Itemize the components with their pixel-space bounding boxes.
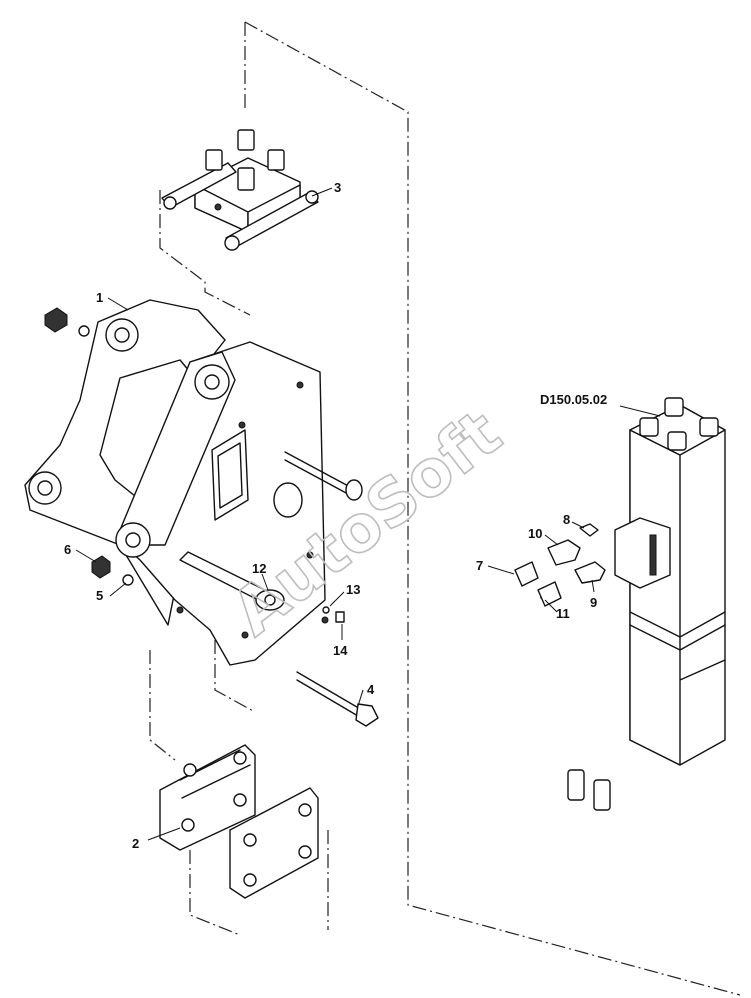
callout-7: 7 [476,558,483,573]
callout-12: 12 [252,561,266,576]
callout-5: 5 [96,588,103,603]
callout-8: 8 [563,512,570,527]
callout-labels: 1 2 3 4 5 6 7 8 9 10 11 12 13 14 D150.05… [64,180,607,851]
valve-block-top [161,129,319,251]
assembly-label: D150.05.02 [540,392,607,407]
callout-10: 10 [528,526,542,541]
callout-6: 6 [64,542,71,557]
callout-11: 11 [556,606,570,621]
callout-1: 1 [96,290,103,305]
callout-leaders [75,187,661,841]
breaker-assembly [547,397,726,766]
callout-9: 9 [590,595,597,610]
fasteners [44,307,379,727]
callout-13: 13 [346,582,360,597]
hydraulic-hoses [469,561,611,811]
callout-3: 3 [334,180,341,195]
callout-2: 2 [132,836,139,851]
phantom-lines [149,21,741,996]
mounting-plates [159,744,319,899]
bracket-frame [24,299,329,666]
callout-4: 4 [367,682,375,697]
callout-14: 14 [333,643,348,658]
